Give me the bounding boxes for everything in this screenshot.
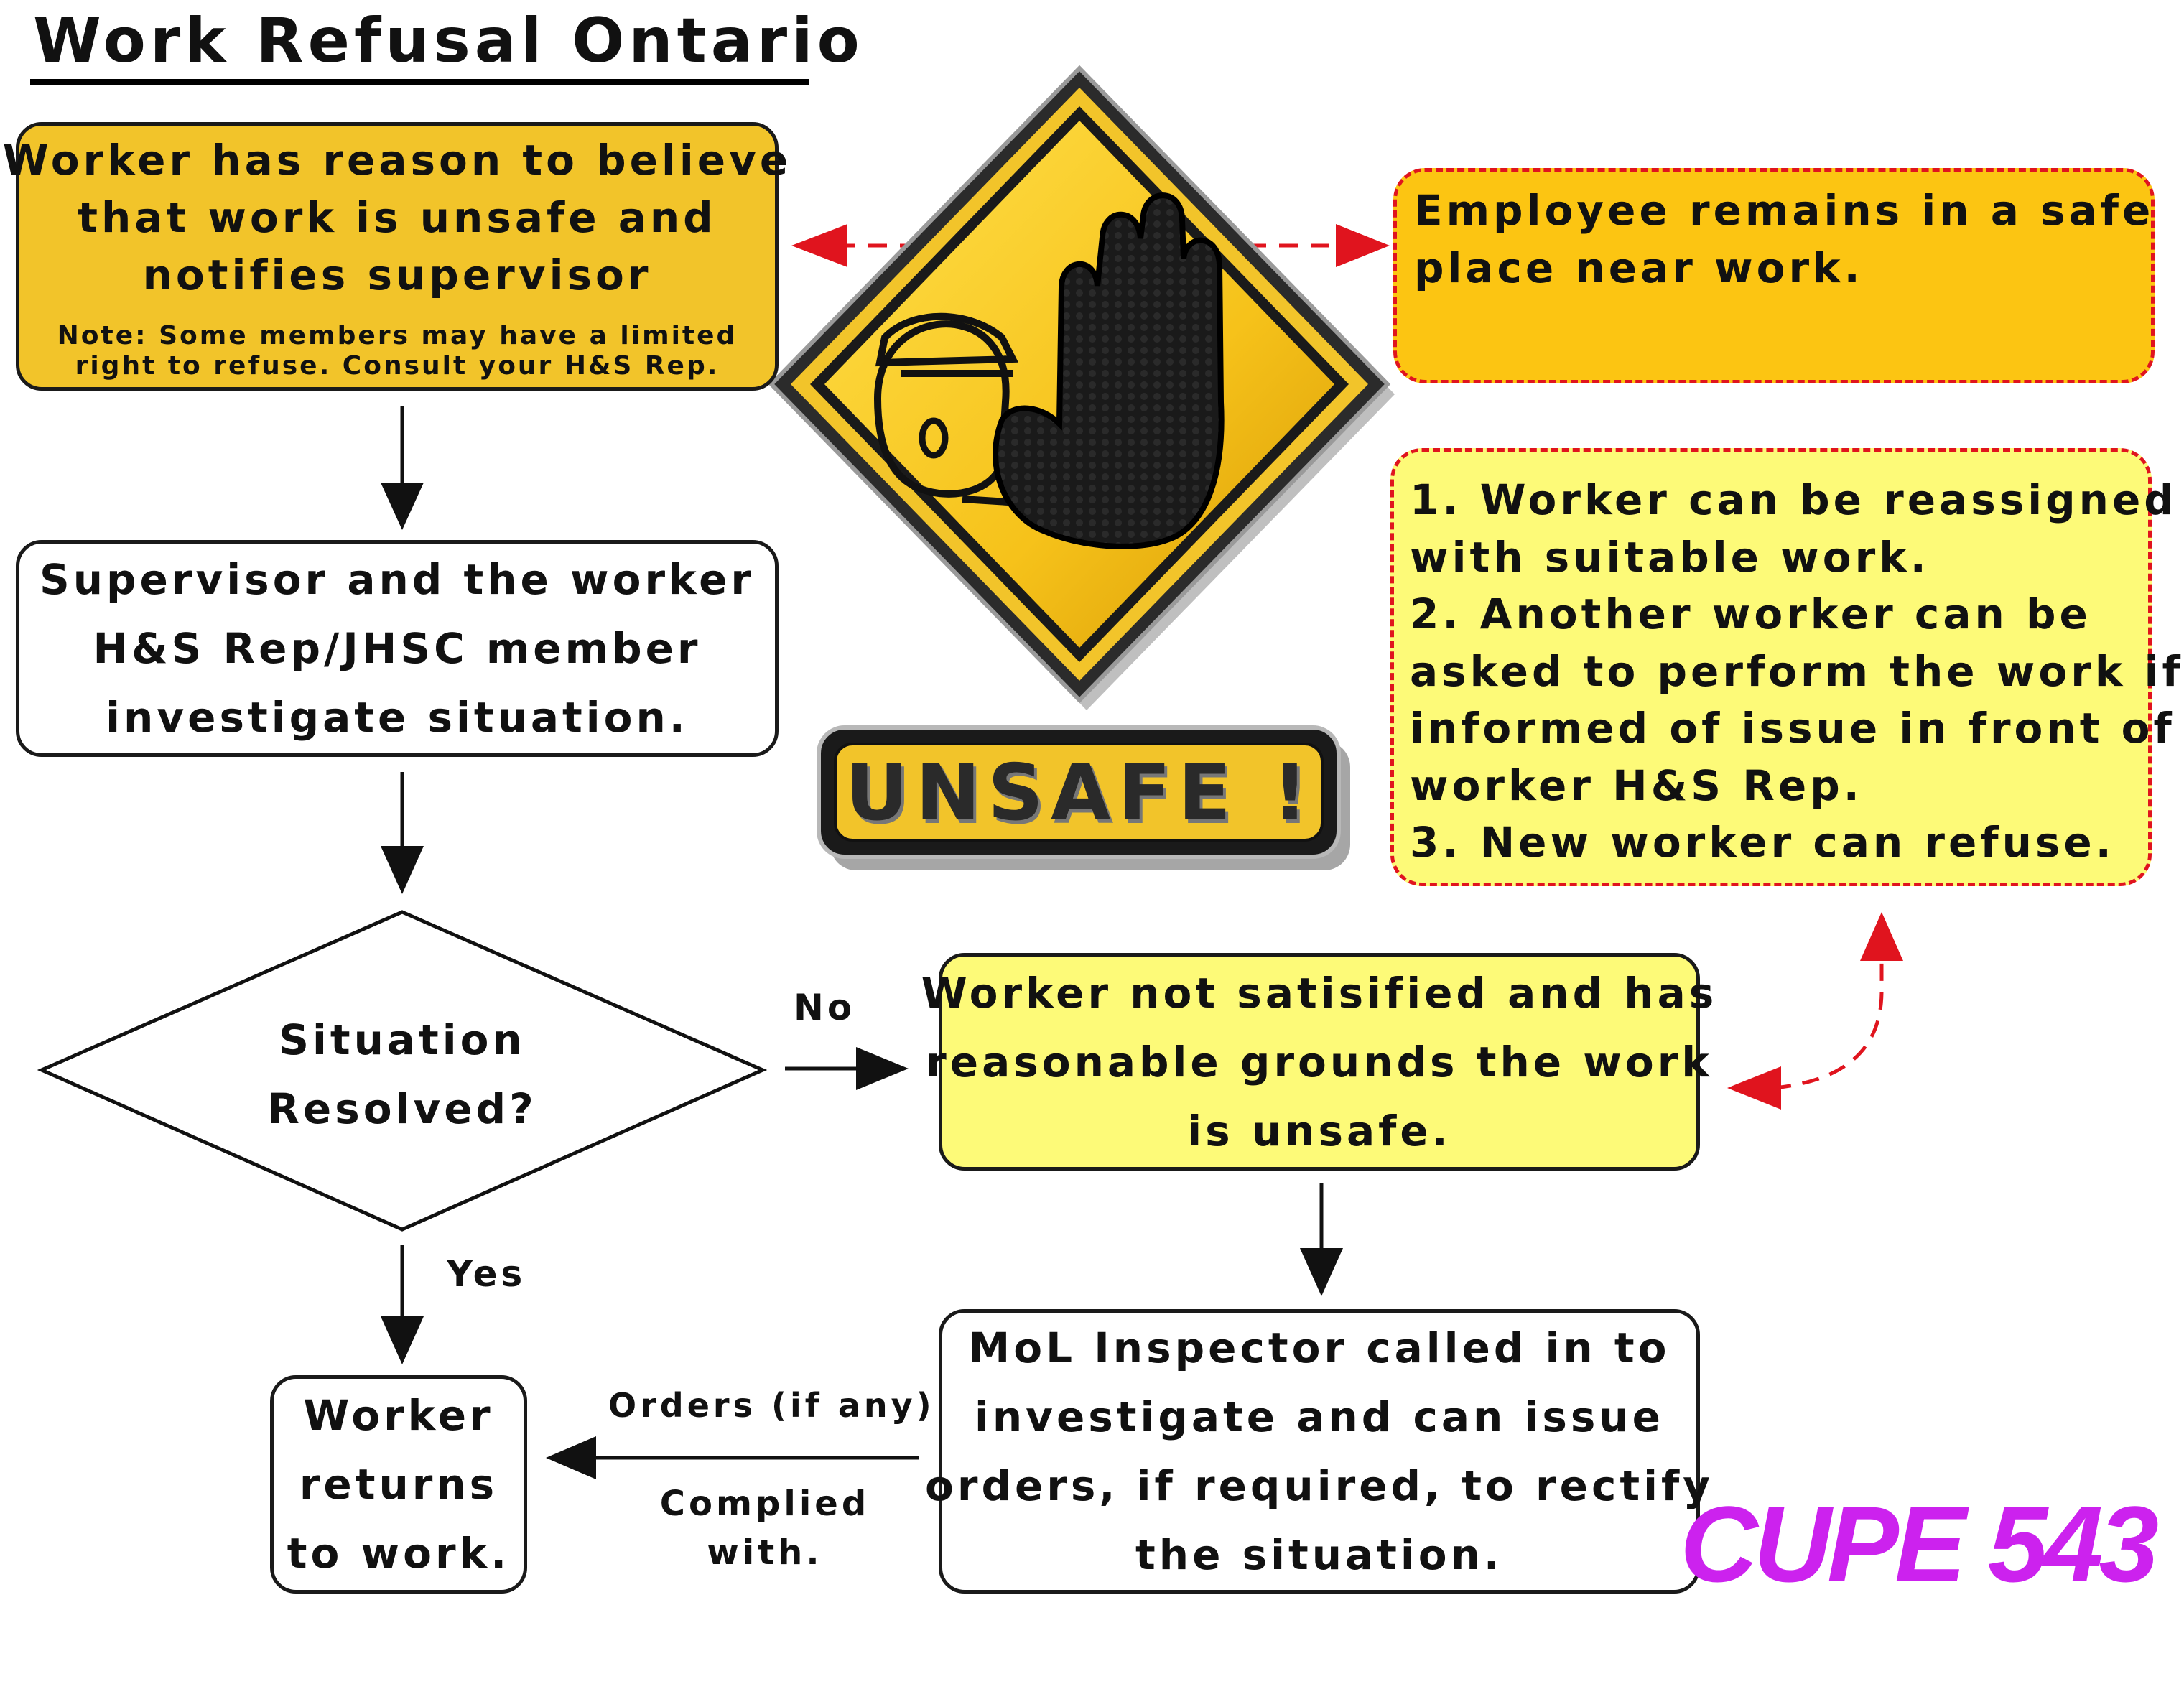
returns-line-2: returns — [299, 1460, 498, 1509]
not-satisfied-box: Worker not satisified and has reasonable… — [921, 953, 1714, 1171]
returns-line-1: Worker — [303, 1391, 494, 1440]
dashed-arrow-notsat-to-options — [1727, 912, 1903, 1110]
edge-label-orders: Orders (if any) — [608, 1386, 935, 1425]
safe-place-box: Employee remains in a safe place near wo… — [1393, 168, 2155, 383]
cupe-logo: CUPE 543 — [1680, 1479, 2159, 1609]
options-line-1: 1. Worker can be reassigned — [1410, 475, 2178, 524]
title-underline — [30, 79, 809, 85]
stop-hand-icon — [993, 192, 1225, 549]
decision-text: Situation Resolved? — [215, 1005, 589, 1143]
mol-inspector-box: MoL Inspector called in to investigate a… — [925, 1309, 1710, 1594]
notsat-line-2: reasonable grounds the work — [926, 1037, 1713, 1087]
unsafe-badge — [817, 725, 1350, 870]
options-line-3: 2. Another worker can be — [1410, 590, 2091, 638]
returns-line-3: to work. — [287, 1529, 511, 1578]
edge-label-no: No — [794, 987, 856, 1028]
start-line-1: Worker has reason to believe — [2, 136, 792, 185]
options-line-5: informed of issue in front of — [1410, 704, 2175, 753]
notsat-line-3: is unsafe. — [1187, 1106, 1451, 1155]
returns-box: Worker returns to work. — [270, 1375, 527, 1594]
cupe-logo-text: CUPE 543 — [1680, 1483, 2159, 1604]
arrow-no — [785, 1047, 909, 1090]
start-line-3: notifies supervisor — [142, 251, 652, 299]
investigate-box: Supervisor and the worker H&S Rep/JHSC m… — [16, 540, 779, 757]
options-line-7: 3. New worker can refuse. — [1410, 818, 2115, 867]
arrow-investigate-to-decision — [381, 772, 424, 894]
complied-line-2: with. — [707, 1532, 823, 1573]
start-box: Worker has reason to believe that work i… — [3, 122, 788, 391]
investigate-line-3: investigate situation. — [106, 693, 689, 742]
investigate-line-2: H&S Rep/JHSC member — [93, 624, 702, 673]
start-line-2: that work is unsafe and — [78, 193, 717, 242]
start-note: Note: Some members may have a limited ri… — [57, 321, 738, 381]
arrow-notsat-to-mol — [1300, 1183, 1343, 1296]
mol-line-2: investigate and can issue — [974, 1392, 1665, 1441]
arrow-start-to-investigate — [381, 406, 424, 530]
mol-line-3: orders, if required, to rectify — [925, 1461, 1714, 1510]
edge-label-yes: Yes — [447, 1253, 526, 1295]
notsat-line-1: Worker not satisified and has — [921, 968, 1718, 1018]
decision-line-2: Resolved? — [267, 1084, 537, 1133]
note-line-2: right to refuse. Consult your H&S Rep. — [75, 351, 720, 381]
edge-label-complied: Complied with. — [625, 1479, 905, 1577]
mol-line-4: the situation. — [1135, 1530, 1503, 1579]
note-line-1: Note: Some members may have a limited — [57, 321, 738, 350]
options-line-2: with suitable work. — [1410, 532, 1930, 582]
complied-line-1: Complied — [659, 1484, 870, 1524]
arrow-yes — [381, 1245, 424, 1364]
mol-line-1: MoL Inspector called in to — [968, 1324, 1670, 1372]
decision-diamond — [37, 910, 768, 1232]
options-line-6: worker H&S Rep. — [1410, 760, 1863, 810]
options-line-4: asked to perform the work if — [1410, 646, 2184, 696]
decision-line-1: Situation — [279, 1015, 526, 1064]
safe-line-1: Employee remains in a safe — [1414, 186, 2155, 235]
warning-sign — [768, 65, 1395, 710]
investigate-line-1: Supervisor and the worker — [39, 555, 756, 604]
safe-line-2: place near work. — [1414, 243, 1864, 292]
arrow-mol-to-returns — [546, 1436, 919, 1479]
options-box: 1. Worker can be reassigned with suitabl… — [1390, 448, 2184, 886]
page-title: Work Refusal Ontario — [33, 5, 864, 77]
unsafe-badge-text-wrap: UNSAFE ! — [819, 727, 1342, 859]
unsafe-badge-text: UNSAFE ! — [845, 748, 1315, 838]
